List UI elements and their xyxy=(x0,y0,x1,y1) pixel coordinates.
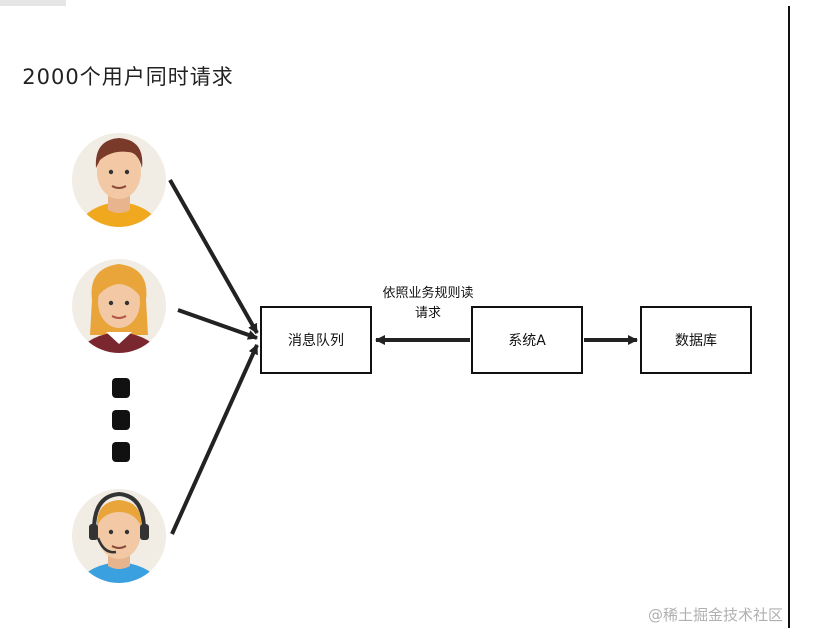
edge-label-read-requests: 依照业务规则读请求 xyxy=(382,286,474,321)
right-border-line xyxy=(788,6,790,628)
node-label: 系统A xyxy=(508,333,546,349)
ellipsis-dot xyxy=(112,410,130,430)
node-message-queue: 消息队列 xyxy=(260,306,372,374)
corner-patch xyxy=(0,0,66,6)
ellipsis-dot xyxy=(112,442,130,462)
node-label: 数据库 xyxy=(675,333,717,349)
headset-user-avatar-icon xyxy=(72,489,166,583)
node-database: 数据库 xyxy=(640,306,752,374)
watermark: @稀土掘金技术社区 xyxy=(648,606,784,624)
node-system-a: 系统A xyxy=(471,306,583,374)
diagram-title: 2000个用户同时请求 xyxy=(22,65,234,89)
arrow-user1-to-queue xyxy=(168,179,259,334)
ellipsis-dot xyxy=(112,378,130,398)
arrow-user2-to-queue xyxy=(177,308,258,340)
female-user-avatar-icon xyxy=(72,259,166,353)
arrow-user3-to-queue xyxy=(170,344,259,535)
male-user-avatar-icon xyxy=(72,133,166,227)
node-label: 消息队列 xyxy=(288,333,344,349)
